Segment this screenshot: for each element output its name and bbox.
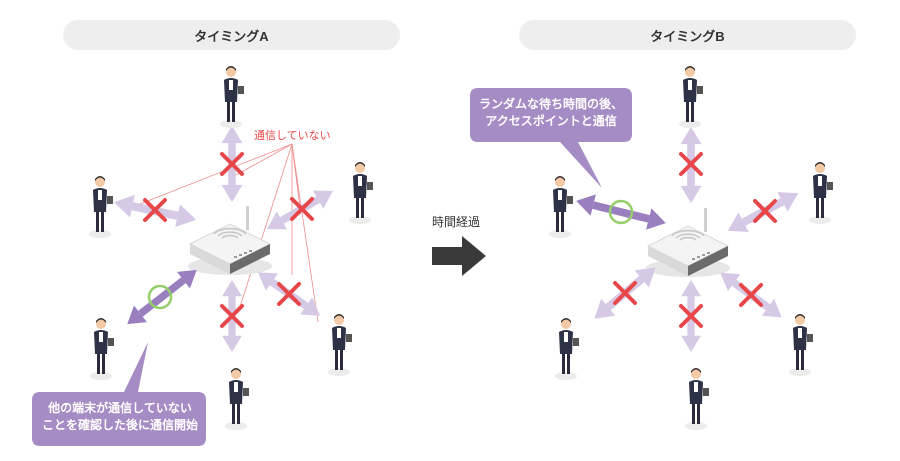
person-a-top <box>220 66 244 128</box>
arrow-b-left-active <box>573 190 669 234</box>
panel-b-title: タイミングB <box>519 20 856 50</box>
arrow-a-left <box>111 190 199 232</box>
cross-icon <box>277 282 301 306</box>
person-a-left <box>89 176 113 238</box>
panel-a-diagram <box>32 66 373 446</box>
arrow-b-top <box>679 127 703 203</box>
callout-b-line2: アクセスポイントと通信 <box>485 114 617 128</box>
cross-icon <box>613 281 637 305</box>
arrow-b-right <box>722 183 804 241</box>
person-a-lower-left <box>90 318 114 380</box>
time-arrow-icon <box>432 236 486 276</box>
person-b-right <box>809 162 833 224</box>
annotation-not-communicating: 通信していない <box>254 130 331 142</box>
arrow-b-lower-left <box>587 258 663 328</box>
panel-a-title: タイミングA <box>63 20 400 50</box>
person-b-top <box>679 66 703 128</box>
annotation-lines <box>124 143 319 323</box>
panel-b-diagram <box>470 66 833 430</box>
person-b-lower-right <box>789 314 813 376</box>
arrow-a-right <box>261 181 339 239</box>
arrow-a-top <box>220 126 244 202</box>
person-b-lower-left <box>555 318 579 380</box>
callout-a-bubble <box>32 342 206 446</box>
arrow-b-lower-right <box>714 264 788 326</box>
arrow-b-bottom <box>679 280 703 352</box>
arrow-a-lower-right <box>251 263 327 325</box>
person-a-lower-right <box>328 314 352 376</box>
arrow-a-lower-left-active <box>120 261 204 333</box>
person-b-bottom <box>685 368 709 430</box>
callout-b-line1: ランダムな待ち時間の後、 <box>478 97 623 111</box>
callout-a-line1: 他の端末が通信していない <box>48 401 192 415</box>
callout-a-text: 他の端末が通信していない ことを確認した後に通信開始 <box>32 400 208 434</box>
cross-icon <box>739 283 763 307</box>
person-a-bottom <box>225 368 249 430</box>
router-a <box>187 205 273 276</box>
person-a-right <box>349 162 373 224</box>
callout-b-text: ランダムな待ち時間の後、 アクセスポイントと通信 <box>470 96 632 130</box>
time-lapse-label: 時間経過 <box>432 215 481 229</box>
callout-a-line2: ことを確認した後に通信開始 <box>41 418 198 432</box>
arrow-a-bottom <box>220 280 244 352</box>
person-b-left <box>549 176 573 238</box>
callout-b-bubble <box>470 88 632 188</box>
